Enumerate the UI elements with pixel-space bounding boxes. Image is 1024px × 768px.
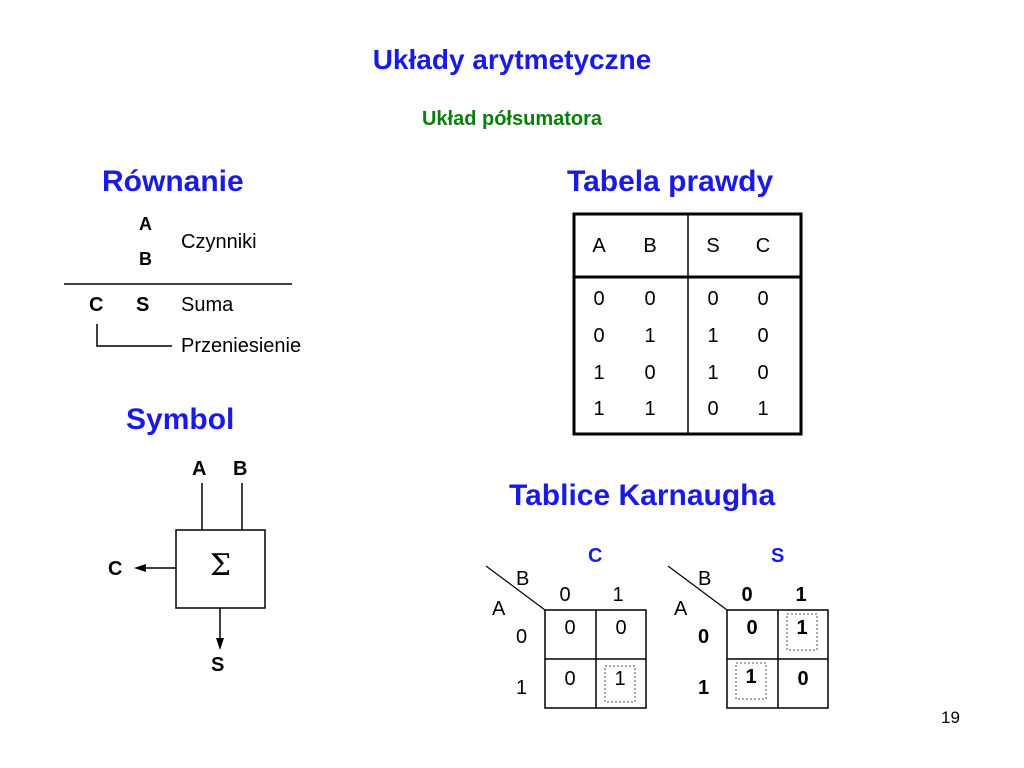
sum-label: Suma	[181, 294, 234, 316]
slide-subtitle: Układ półsumatora	[421, 108, 603, 130]
kmap-s-var-col: B	[698, 568, 712, 590]
equation-sum: S	[136, 294, 150, 316]
kmap-s-cell: 1	[745, 666, 757, 688]
symbol-input-b: B	[233, 458, 248, 480]
kmap-s-diagonal	[667, 565, 728, 611]
truth-table-cell: 1	[707, 325, 719, 347]
kmap-s-cell: 0	[746, 617, 758, 639]
truth-table-cell: 0	[593, 288, 605, 310]
adder-block	[175, 529, 266, 609]
kmap-s-col-label: 1	[795, 584, 807, 606]
kmap-c-cell: 0	[564, 668, 576, 690]
truth-table-heading: Tabela prawdy	[567, 165, 774, 198]
truth-table-cell: 0	[757, 362, 769, 384]
truth-table-cell: 0	[644, 362, 656, 384]
karnaugh-heading: Tablice Karnaugha	[509, 479, 776, 512]
symbol-input-a: A	[192, 458, 207, 480]
kmap-s-var-row: A	[674, 598, 688, 620]
equation-input-a: A	[139, 214, 152, 234]
kmap-c-title: C	[588, 545, 603, 567]
factors-label: Czynniki	[181, 231, 257, 253]
kmap-s-title: S	[771, 545, 785, 567]
truth-table-cell: 0	[644, 288, 656, 310]
carry-bracket	[96, 324, 172, 347]
slide-title: Układy arytmetyczne	[372, 44, 652, 75]
kmap-s-row-label: 0	[698, 626, 710, 648]
truth-table-cell: 1	[593, 398, 605, 420]
page-number: 19	[941, 708, 960, 727]
kmap-s-cell: 0	[797, 668, 809, 690]
kmap-c-col-label: 1	[612, 584, 624, 606]
kmap-c-highlight	[604, 665, 636, 703]
truth-table-cell: 0	[707, 288, 719, 310]
kmap-c-var-col: B	[516, 568, 530, 590]
truth-table-cell: 0	[593, 325, 605, 347]
truth-table-cell: 0	[757, 288, 769, 310]
kmap-c-diagonal	[485, 565, 546, 611]
symbol-carry-out: C	[108, 558, 123, 580]
kmap-c-row-label: 1	[516, 677, 528, 699]
truth-table-header: A	[592, 235, 606, 257]
truth-table-header: C	[755, 235, 771, 257]
truth-table-cell: 1	[757, 398, 769, 420]
symbol-heading: Symbol	[126, 403, 235, 436]
equation-heading: Równanie	[102, 165, 244, 198]
kmap-c-cell: 0	[564, 617, 576, 639]
kmap-c-row-label: 0	[516, 626, 528, 648]
truth-table-cell: 1	[593, 362, 605, 384]
kmap-s-cell: 1	[796, 617, 808, 639]
symbol-sum-out: S	[211, 654, 225, 676]
truth-table-header: B	[643, 235, 657, 257]
kmap-c-var-row: A	[492, 598, 506, 620]
kmap-c-col-label: 0	[559, 584, 571, 606]
carry-out-arrow	[134, 564, 146, 572]
truth-table-header: S	[706, 235, 720, 257]
kmap-s-highlight-01	[786, 613, 818, 651]
truth-table-cell: 0	[707, 398, 719, 420]
kmap-c-cell: 1	[614, 668, 626, 690]
equation-carry: C	[89, 294, 104, 316]
carry-label: Przeniesienie	[181, 335, 302, 357]
kmap-s-col-label: 0	[741, 584, 753, 606]
kmap-s-row-label: 1	[698, 677, 710, 699]
equation-input-b: B	[139, 249, 152, 269]
truth-table-cell: 0	[757, 325, 769, 347]
kmap-c-cell: 0	[615, 617, 627, 639]
kmap-s-highlight-10	[735, 662, 767, 700]
sum-out-arrow	[216, 638, 224, 650]
truth-table-cell: 1	[707, 362, 719, 384]
truth-table-cell: 1	[644, 398, 656, 420]
sigma-symbol: Σ	[209, 548, 232, 583]
truth-table-cell: 1	[644, 325, 656, 347]
